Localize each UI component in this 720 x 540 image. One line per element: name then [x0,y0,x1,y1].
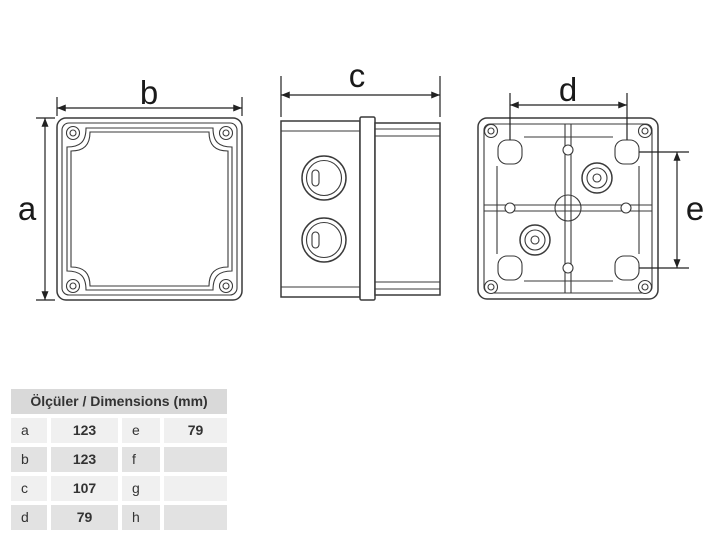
screw-slot [641,283,649,291]
back-inner-wall [483,123,653,294]
dimension-c: c [280,57,441,117]
screw-slot [641,127,649,135]
dimension-d: d [509,71,628,140]
screw-icon [483,123,499,139]
dimension-label-a: a [18,190,37,227]
table-row: d 79 h [11,505,227,530]
center-knockout [554,194,582,222]
cable-entry-ring [305,221,343,259]
cable-entry-upper [301,155,347,201]
dimension-label-e: e [686,190,704,227]
dimension-label: d [11,505,47,530]
knockout-outer [581,162,613,194]
cable-entry-outer [301,155,347,201]
technical-drawing: a b c [18,57,704,301]
fixing-hole [562,144,574,156]
screw-icon [637,123,653,139]
fixing-hole [504,202,516,214]
screw-icon [65,125,81,141]
knockout-lower-left [519,224,551,256]
table-header: Ölçüler / Dimensions (mm) [11,389,227,414]
back-view [477,117,659,300]
front-lid-edge [61,122,238,296]
screw-icon [637,279,653,295]
screw-icon [65,278,81,294]
knockout-upper-right [581,162,613,194]
screw-slot [69,129,77,137]
dimension-value: 107 [51,476,118,501]
cable-entry-lower [301,217,347,263]
dimension-value: 123 [51,418,118,443]
dimension-label-b: b [140,74,158,111]
table-row: a 123 e 79 [11,418,227,443]
dimension-e: e [639,151,704,269]
table-row: c 107 g [11,476,227,501]
front-gasket-outer [66,127,233,291]
back-corner-screws [483,123,653,295]
screw-slot [487,127,495,135]
dimension-a: a [18,117,55,301]
screw-slot [69,282,77,290]
dimension-label-c: c [349,57,366,94]
side-view [280,116,441,301]
side-lid [374,122,441,296]
knockout-ring [524,229,546,251]
side-flange [359,116,376,301]
dimension-label: c [11,476,47,501]
cable-entry-ring [305,159,343,197]
knockout-center [530,235,540,245]
cable-entry-slot [311,169,320,187]
dimensions-table: Ölçüler / Dimensions (mm) a 123 e 79 b 1… [11,389,227,530]
fixing-holes [504,144,632,274]
front-corner-screws [65,125,234,294]
dimension-label: f [122,447,160,472]
fixing-hole [562,262,574,274]
front-view [56,117,243,301]
table-row: b 123 f [11,447,227,472]
screw-slot [222,282,230,290]
dimension-label-d: d [559,71,577,108]
dimension-value [164,505,227,530]
knockout-ring [586,167,608,189]
knockout-outer [519,224,551,256]
screw-icon [218,278,234,294]
side-body [280,120,361,298]
dimension-label: a [11,418,47,443]
front-gasket-inner [70,131,229,287]
mounting-boss [614,255,640,281]
mounting-bosses [497,139,640,281]
screw-icon [483,279,499,295]
dimension-value: 79 [164,418,227,443]
back-outer-edge [477,117,659,300]
dimension-value: 79 [51,505,118,530]
front-outer-edge [56,117,243,301]
dimension-label: h [122,505,160,530]
dimension-value [164,476,227,501]
dimension-value [164,447,227,472]
mounting-boss [497,139,523,165]
dimension-value: 123 [51,447,118,472]
dimension-label: b [11,447,47,472]
knockout-center [592,173,602,183]
screw-icon [218,125,234,141]
mounting-boss [497,255,523,281]
screw-slot [222,129,230,137]
fixing-hole [620,202,632,214]
cable-entry-outer [301,217,347,263]
dimension-label: e [122,418,160,443]
screw-slot [487,283,495,291]
dimension-label: g [122,476,160,501]
cable-entry-slot [311,231,320,249]
dimension-b: b [56,74,243,116]
mounting-boss [614,139,640,165]
